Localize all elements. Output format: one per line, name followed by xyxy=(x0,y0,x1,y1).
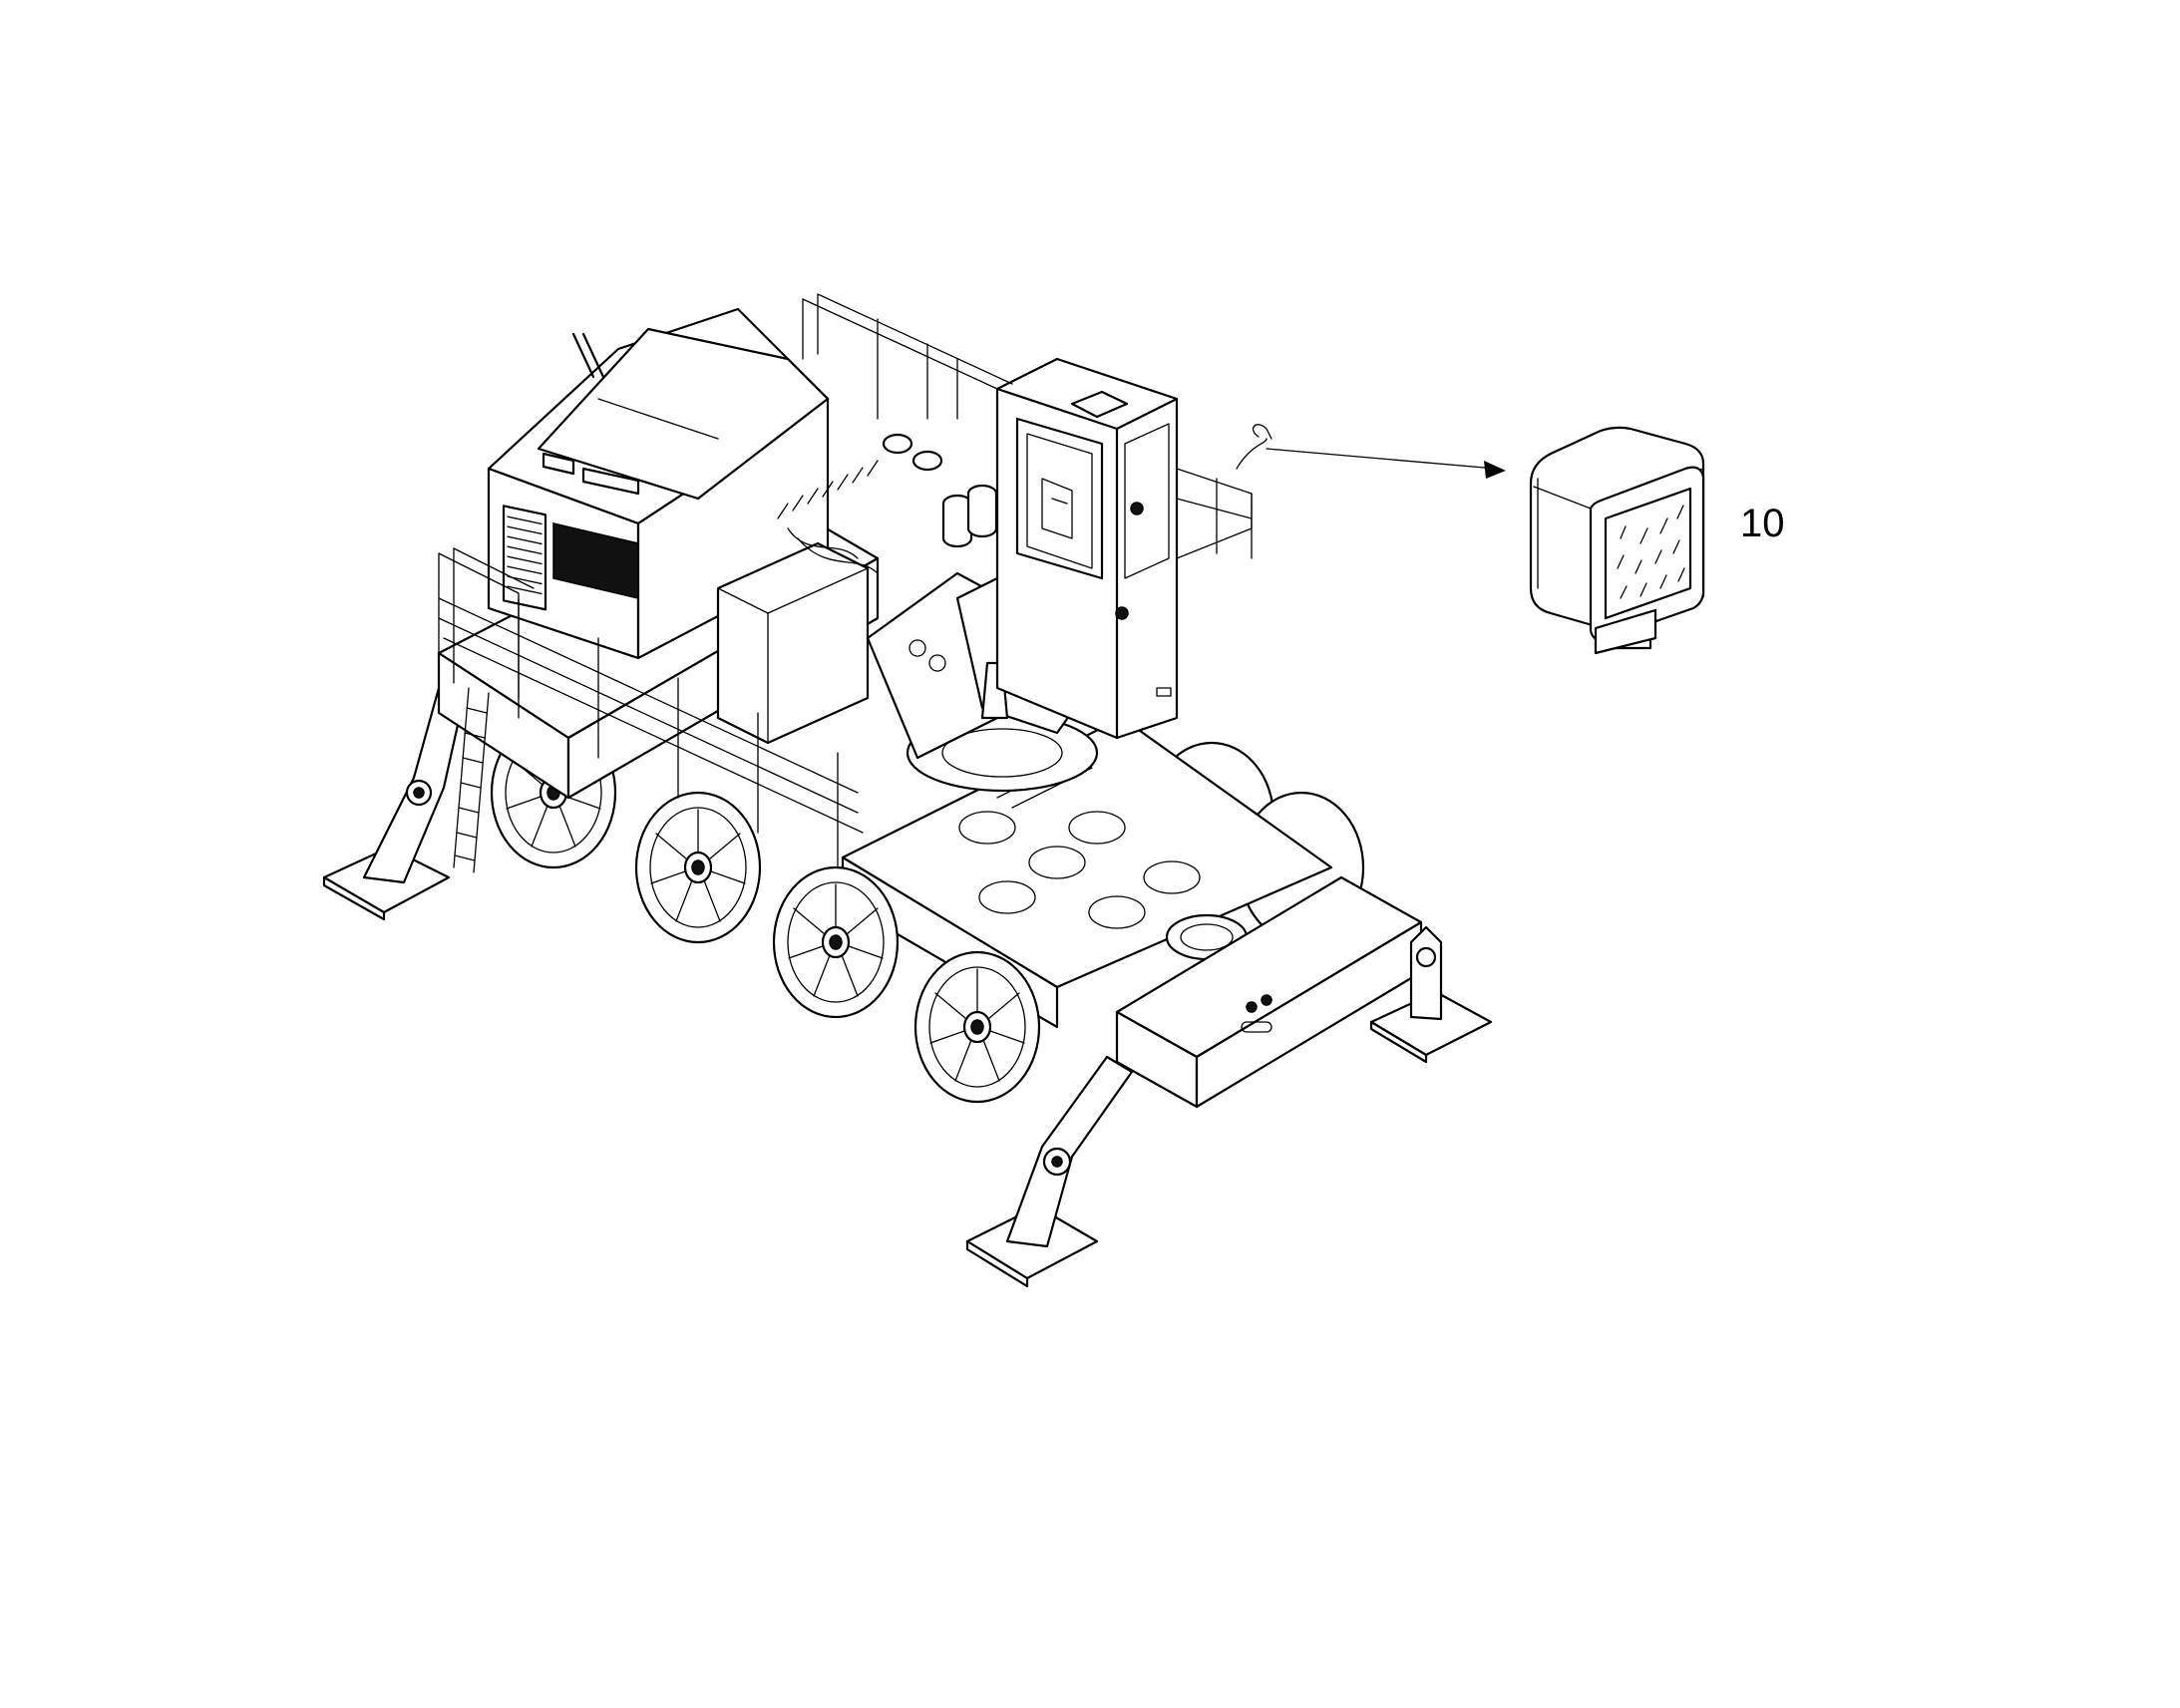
outriggers xyxy=(322,686,1493,1288)
upperstructure xyxy=(437,307,1179,800)
handrails xyxy=(438,293,1253,873)
work-light-icon xyxy=(1529,426,1705,655)
callout-leader xyxy=(1236,424,1506,479)
callout-number: 10 xyxy=(1740,502,1785,545)
